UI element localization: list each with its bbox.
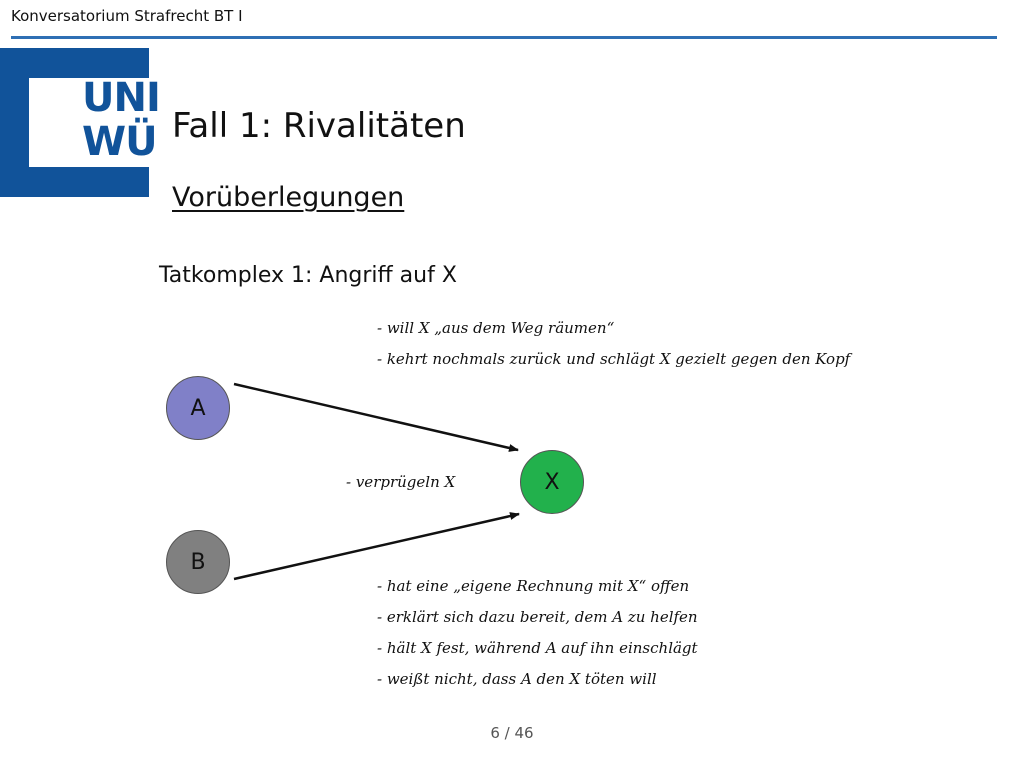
logo-lettering: UNI WÜ <box>82 75 161 165</box>
node-b-label: B <box>190 549 206 575</box>
node-x: X <box>520 450 584 514</box>
logo-line-2: WÜ <box>82 119 158 165</box>
node-a-label: A <box>190 395 206 421</box>
slide-subtitle: Vorüberlegungen <box>172 182 405 213</box>
note-b-3: - hält X fest, während A auf ihn einschl… <box>377 639 698 657</box>
node-b: B <box>166 530 230 594</box>
note-a-2: - kehrt nochmals zurück und schlägt X ge… <box>377 350 851 368</box>
note-b-4: - weißt nicht, dass A den X töten will <box>377 670 657 688</box>
arrow-a-to-x <box>233 382 519 452</box>
header-divider <box>11 36 997 39</box>
note-a-1: - will X „aus dem Weg räumen“ <box>377 319 615 337</box>
page-indicator: 6 / 46 <box>490 724 534 742</box>
node-a: A <box>166 376 230 440</box>
slide-title: Fall 1: Rivalitäten <box>172 106 466 146</box>
logo-inner-panel <box>29 78 149 167</box>
university-logo: UNI WÜ <box>0 48 161 197</box>
complex-title: Tatkomplex 1: Angriff auf X <box>159 263 457 288</box>
logo-line-1: UNI <box>82 75 161 121</box>
note-b-1: - hat eine „eigene Rechnung mit X“ offen <box>377 577 690 595</box>
arrow-b-to-x <box>233 512 520 581</box>
node-x-label: X <box>544 469 560 495</box>
note-b-2: - erklärt sich dazu bereit, dem A zu hel… <box>377 608 698 626</box>
header-title: Konversatorium Strafrecht BT I <box>11 7 243 25</box>
note-middle: - verprügeln X <box>346 473 456 491</box>
